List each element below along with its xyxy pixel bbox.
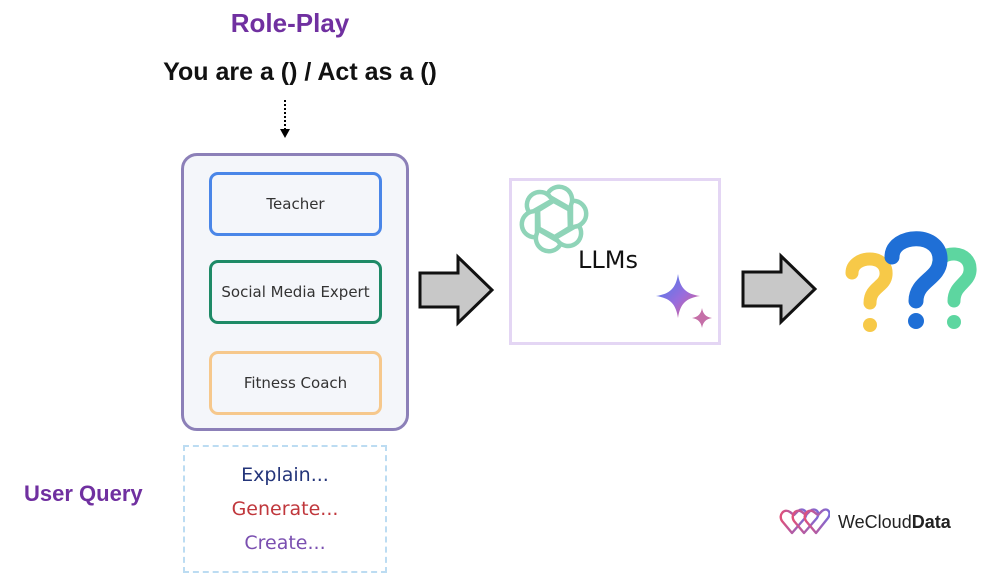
gemini-sparkle-icon bbox=[656, 274, 712, 328]
user-query-box bbox=[183, 445, 387, 573]
role-teacher: Teacher bbox=[209, 172, 382, 236]
query-generate: Generate... bbox=[231, 498, 339, 520]
role-prompt-template: You are a () / Act as a () bbox=[163, 58, 437, 86]
query-explain: Explain... bbox=[241, 464, 329, 486]
user-query-label: User Query bbox=[24, 481, 143, 506]
brand-logo: WeCloudData bbox=[778, 505, 978, 541]
role-social-media-expert: Social Media Expert bbox=[209, 260, 382, 324]
question-marks-icon bbox=[845, 231, 977, 332]
query-create: Create... bbox=[244, 532, 326, 554]
diagram-title: Role-Play bbox=[230, 8, 350, 38]
dotted-down-arrow-icon bbox=[280, 100, 290, 138]
brand-name-regular: WeCloud bbox=[838, 512, 912, 532]
right-arrow-icon bbox=[741, 252, 818, 326]
right-arrow-icon bbox=[418, 253, 495, 327]
brand-name: WeCloudData bbox=[838, 512, 951, 533]
brand-name-bold: Data bbox=[911, 512, 951, 532]
wecloud-heart-logo-icon bbox=[779, 508, 830, 535]
role-fitness-coach: Fitness Coach bbox=[209, 351, 382, 415]
openai-logo-icon bbox=[519, 184, 589, 254]
llm-label: LLMs bbox=[578, 246, 638, 274]
